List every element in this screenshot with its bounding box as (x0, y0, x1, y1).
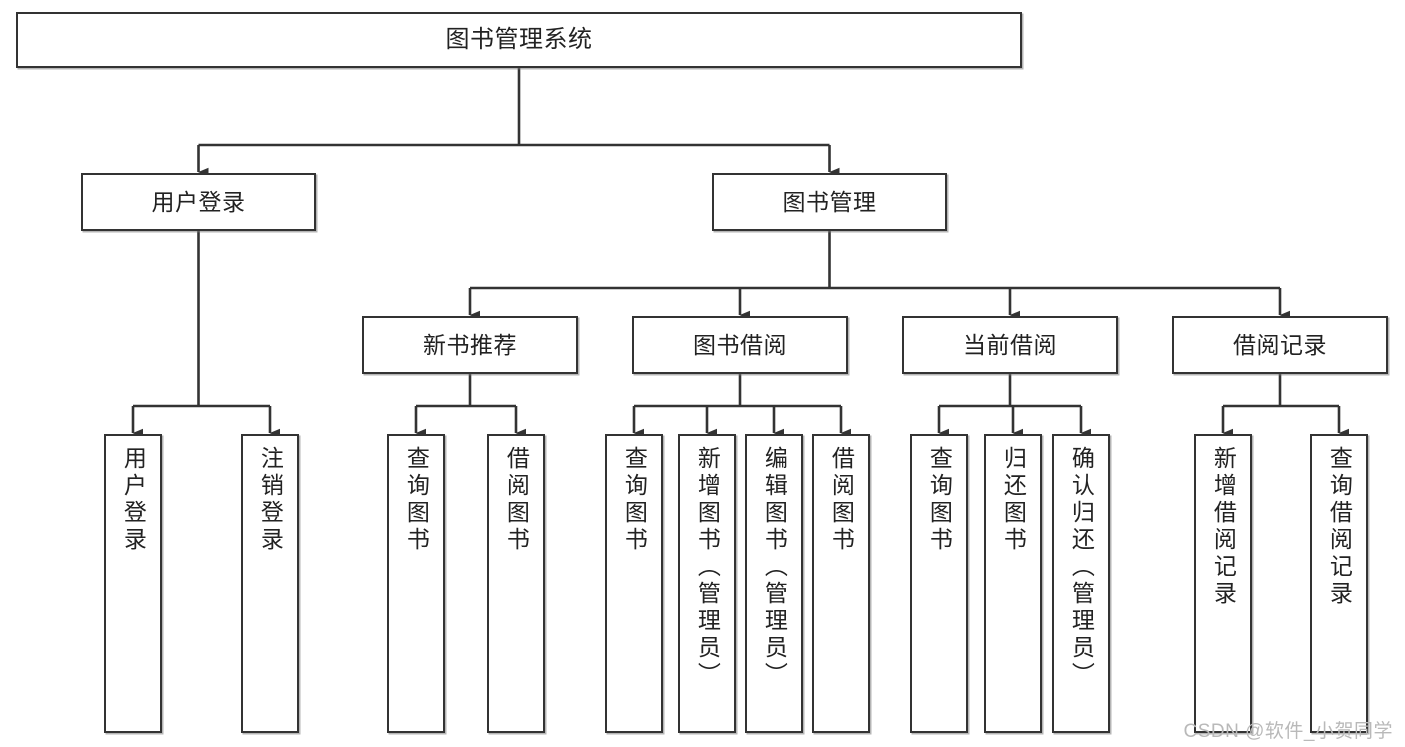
node-leaf-current-confirm[interactable]: 确认归还（管理员） (1052, 434, 1110, 733)
node-label: 图书管理系统 (445, 26, 593, 54)
node-label: 查询图书 (403, 446, 430, 554)
node-label: 注销登录 (257, 446, 284, 554)
node-label: 新书推荐 (423, 331, 517, 358)
node-label: 借阅图书 (828, 446, 855, 554)
node-label: 借阅图书 (503, 446, 530, 554)
node-current-borrow[interactable]: 当前借阅 (902, 316, 1118, 374)
node-label: 用户登录 (120, 446, 147, 554)
node-leaf-borrow-edit[interactable]: 编辑图书（管理员） (745, 434, 803, 733)
node-leaf-borrow-query[interactable]: 查询图书 (605, 434, 663, 733)
node-leaf-recommend-borrow[interactable]: 借阅图书 (487, 434, 545, 733)
node-book-borrow[interactable]: 图书借阅 (632, 316, 848, 374)
node-label: 归还图书 (1000, 446, 1027, 554)
node-root[interactable]: 图书管理系统 (16, 12, 1022, 68)
node-label: 新增借阅记录 (1210, 446, 1237, 608)
node-leaf-borrow-add[interactable]: 新增图书（管理员） (678, 434, 736, 733)
node-label: 查询图书 (926, 446, 953, 554)
node-leaf-current-query[interactable]: 查询图书 (910, 434, 968, 733)
node-label: 用户登录 (151, 188, 246, 215)
node-leaf-record-query[interactable]: 查询借阅记录 (1310, 434, 1368, 733)
node-label: 图书借阅 (693, 331, 787, 358)
node-label: 查询图书 (621, 446, 648, 554)
node-leaf-user-login[interactable]: 用户登录 (104, 434, 162, 733)
node-borrow-record[interactable]: 借阅记录 (1172, 316, 1388, 374)
node-leaf-current-return[interactable]: 归还图书 (984, 434, 1042, 733)
node-label: 确认归还（管理员） (1068, 446, 1095, 689)
node-user-login[interactable]: 用户登录 (81, 173, 316, 231)
node-label: 新增图书（管理员） (694, 446, 721, 689)
watermark-text: CSDN @软件_小贺同学 (1183, 721, 1393, 742)
node-label: 当前借阅 (963, 331, 1057, 358)
node-label: 编辑图书（管理员） (761, 446, 788, 689)
node-label: 查询借阅记录 (1326, 446, 1353, 608)
node-leaf-record-add[interactable]: 新增借阅记录 (1194, 434, 1252, 733)
node-new-book-recommend[interactable]: 新书推荐 (362, 316, 578, 374)
node-label: 借阅记录 (1233, 331, 1327, 358)
node-label: 图书管理 (782, 188, 877, 215)
node-leaf-borrow-lend[interactable]: 借阅图书 (812, 434, 870, 733)
node-book-manage[interactable]: 图书管理 (712, 173, 947, 231)
node-leaf-recommend-query[interactable]: 查询图书 (387, 434, 445, 733)
node-leaf-user-logout[interactable]: 注销登录 (241, 434, 299, 733)
